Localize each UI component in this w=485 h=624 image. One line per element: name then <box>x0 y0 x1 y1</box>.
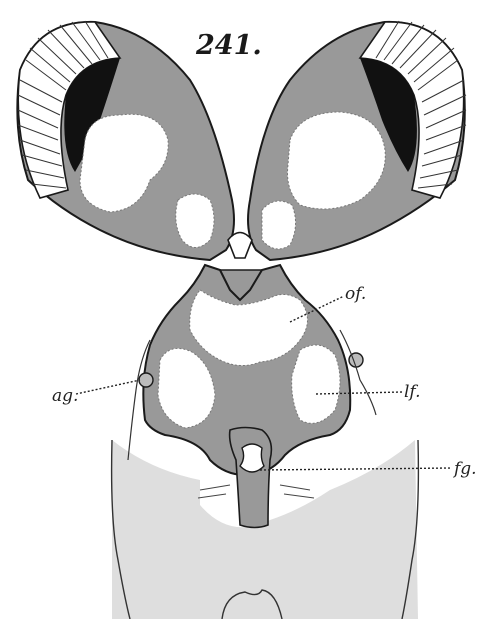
label-lf: lf. <box>404 382 421 402</box>
right-lateral-lobe <box>292 345 340 423</box>
ag-ganglion-left <box>139 373 153 387</box>
midline-notch <box>228 233 252 259</box>
hatch-left <box>198 485 230 498</box>
label-of: of. <box>345 284 366 304</box>
fg-white-cavity <box>240 444 264 472</box>
hatch-right <box>280 485 314 498</box>
left-white-lobe-2 <box>176 194 214 248</box>
fg-leader <box>260 468 452 470</box>
label-fg: fg. <box>454 459 477 479</box>
lower-stem <box>230 428 272 528</box>
figure-number: 241. <box>196 30 262 61</box>
ag-leader <box>76 380 140 394</box>
right-white-lobe-2 <box>262 201 296 249</box>
label-ag: ag. <box>52 386 78 406</box>
